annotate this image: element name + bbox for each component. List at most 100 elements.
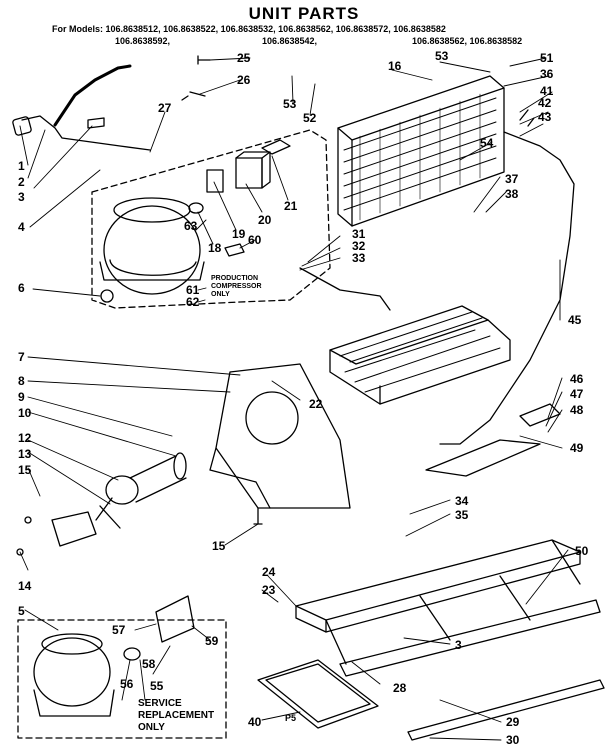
note-line: ONLY (138, 722, 165, 733)
overload-19 (206, 169, 224, 193)
part-label-54: 54 (480, 136, 494, 150)
part-label-5: 5 (18, 604, 25, 618)
part-label-50: 50 (575, 544, 589, 558)
part-label-56: 56 (120, 677, 134, 691)
part-label-46: 46 (570, 372, 584, 386)
part-label-6: 6 (18, 281, 25, 295)
part-label-10: 10 (18, 406, 32, 420)
models-line-1: 106.8638512, 106.8638522, 106.8638532, 1… (105, 24, 446, 34)
models-line-2c: 106.8638562, 106.8638582 (412, 36, 523, 46)
part-label-35: 35 (455, 508, 469, 522)
part-label-26: 26 (237, 73, 251, 87)
base-frame-24 (295, 539, 601, 677)
screw-15-left (24, 516, 32, 524)
part-label-31: 31 (352, 227, 366, 241)
production-compressor (103, 205, 201, 295)
part-label-36: 36 (540, 67, 554, 81)
service-box (17, 619, 227, 739)
part-60 (224, 243, 245, 257)
part-label-28: 28 (393, 681, 407, 695)
part-label-21: 21 (284, 199, 298, 213)
part-label-23: 23 (262, 583, 276, 597)
models-line-2a: 106.8638592, (115, 36, 171, 46)
grommet-56 (123, 647, 141, 661)
note-line: SERVICE (138, 698, 182, 709)
note-line: REPLACEMENT (138, 710, 215, 721)
part-label-62: 62 (186, 295, 200, 309)
note-line: ONLY (211, 291, 230, 298)
part-label-29: 29 (506, 715, 520, 729)
fan-blade-13 (51, 511, 97, 547)
note-line: COMPRESSOR (211, 283, 262, 290)
pan-marking: P5 (285, 713, 296, 723)
leader-lines (19, 57, 569, 741)
part-label-43: 43 (538, 110, 552, 124)
cord-plug (12, 116, 32, 136)
part-label-42: 42 (538, 96, 552, 110)
models-line-2b: 106.8638542, (262, 36, 318, 46)
drain-pan-40 (257, 659, 379, 729)
part-label-15: 15 (212, 539, 226, 553)
part-label-53: 53 (435, 49, 449, 63)
part-label-34: 34 (455, 494, 469, 508)
part-label-51: 51 (540, 51, 554, 65)
part-label-3: 3 (18, 190, 25, 204)
part-label-8: 8 (18, 374, 25, 388)
part-label-52: 52 (303, 111, 317, 125)
part-label-18: 18 (208, 241, 222, 255)
screw-15 (253, 507, 263, 525)
fan-motor-12 (51, 452, 187, 547)
part-label-33: 33 (352, 251, 366, 265)
part-label-12: 12 (18, 431, 32, 445)
tube-45 (439, 131, 575, 445)
condenser-coil (337, 75, 505, 227)
service-replacement-note: SERVICE REPLACEMENT ONLY (138, 698, 214, 734)
part-label-7: 7 (18, 350, 25, 364)
part-label-9: 9 (18, 390, 25, 404)
screw-14 (16, 548, 24, 556)
screw-25 (197, 55, 211, 65)
part-label-27: 27 (158, 101, 172, 115)
part-label-20: 20 (258, 213, 272, 227)
part-label-22: 22 (309, 397, 323, 411)
part-label-53: 53 (283, 97, 297, 111)
part-label-49: 49 (570, 441, 584, 455)
part-label-24: 24 (262, 565, 276, 579)
part-label-63: 63 (184, 219, 198, 233)
part-label-25: 25 (237, 51, 251, 65)
part-label-38: 38 (505, 187, 519, 201)
part-label-55: 55 (150, 679, 164, 693)
part-label-19: 19 (232, 227, 246, 241)
part-label-47: 47 (570, 387, 584, 401)
part-label-57: 57 (112, 623, 126, 637)
fan-bracket-7 (209, 363, 351, 509)
power-cord (21, 115, 151, 151)
service-compressor-5 (33, 633, 115, 717)
model-list-line-1: For Models: 106.8638512, 106.8638522, 10… (52, 24, 446, 34)
relay-59 (155, 595, 195, 643)
part-label-45: 45 (568, 313, 582, 327)
part-label-48: 48 (570, 403, 584, 417)
rail-29 (407, 679, 605, 741)
part-label-58: 58 (142, 657, 156, 671)
part-label-4: 4 (18, 220, 25, 234)
grommet-18 (188, 202, 204, 214)
part-label-16: 16 (388, 59, 402, 73)
production-compressor-note: PRODUCTION COMPRESSOR ONLY (211, 275, 262, 299)
part-label-2: 2 (18, 175, 25, 189)
part-label-14: 14 (18, 579, 32, 593)
part-label-41: 41 (540, 84, 554, 98)
part-label-59: 59 (205, 634, 219, 648)
note-line: PRODUCTION (211, 275, 259, 282)
cord-clamp (87, 117, 105, 129)
relay-20 (235, 157, 263, 189)
part-label-15: 15 (18, 463, 32, 477)
models-prefix: For Models: (52, 24, 103, 34)
bracket-49 (425, 439, 541, 477)
part-label-3: 3 (455, 638, 462, 652)
part-label-37: 37 (505, 172, 519, 186)
part-label-30: 30 (506, 733, 520, 747)
